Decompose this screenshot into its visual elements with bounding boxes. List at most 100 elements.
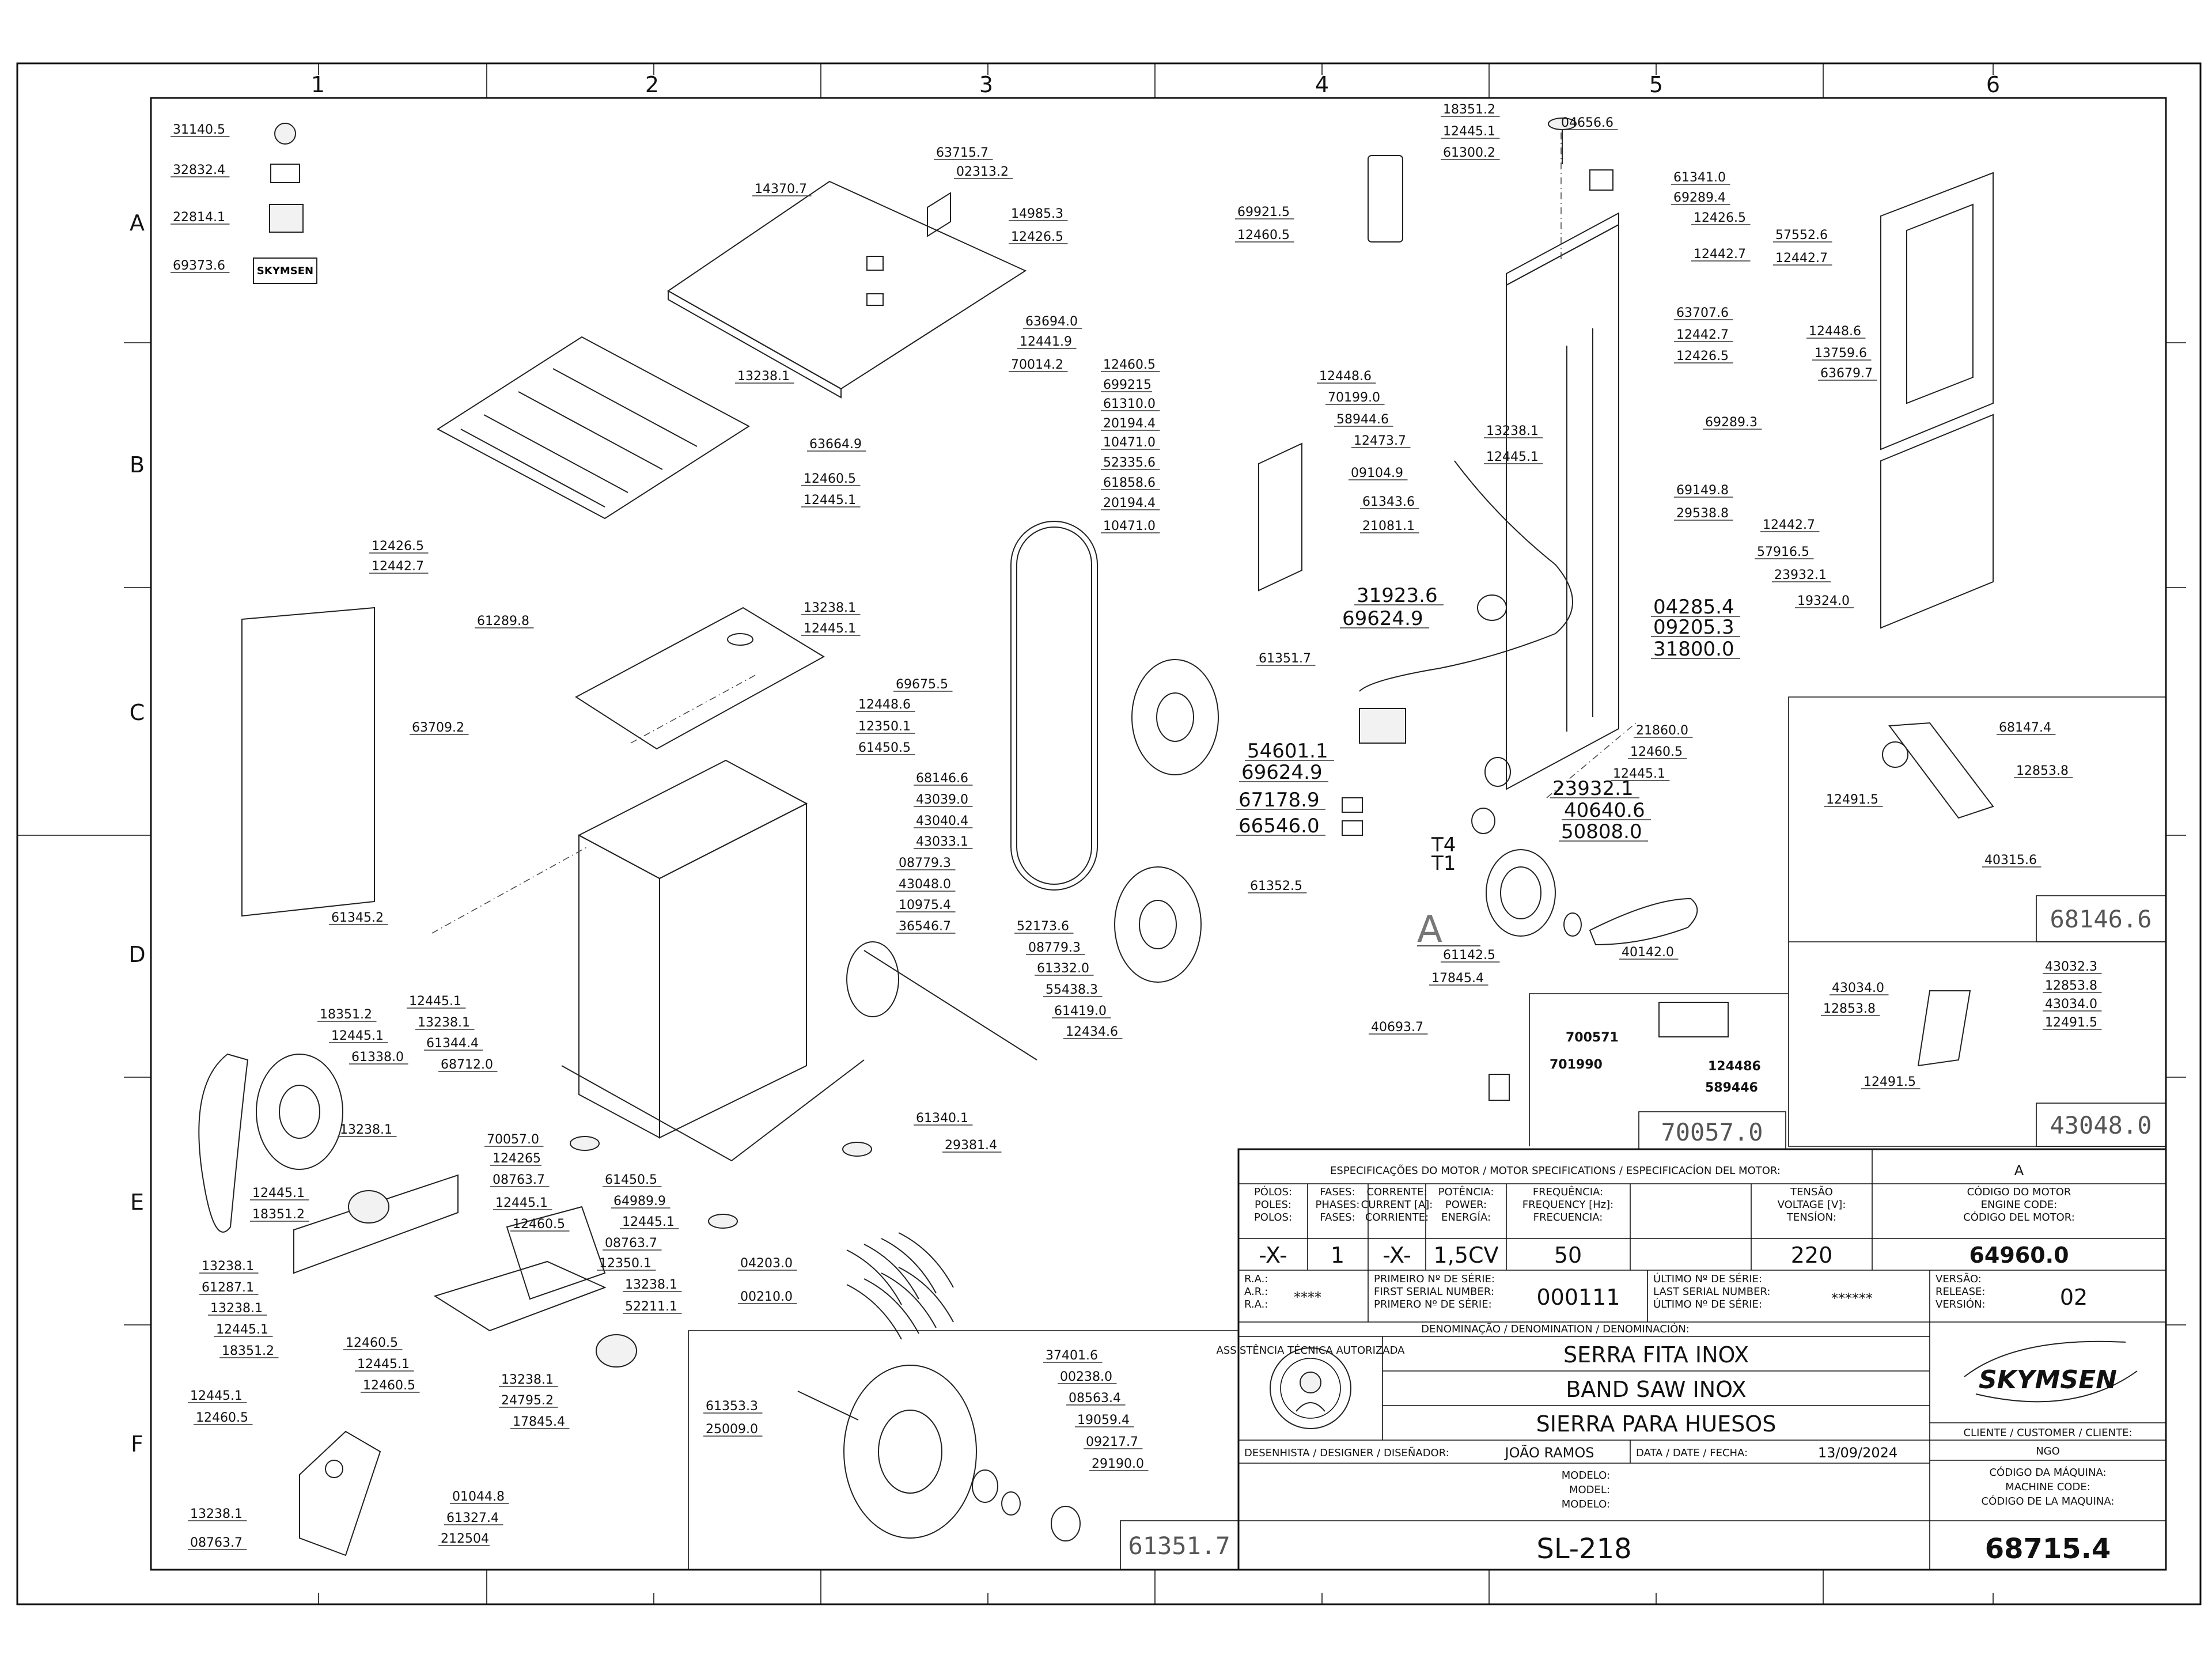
- last-serial-value: ******: [1831, 1290, 1873, 1306]
- callout-138: 12460.5: [1630, 745, 1683, 759]
- callout-155: 12491.5: [1863, 1075, 1916, 1089]
- callout-133: 57916.5: [1757, 545, 1809, 559]
- first-serial-label-es: PRIMERO Nº DE SÉRIE:: [1374, 1298, 1492, 1310]
- callout-125: 69149.8: [1676, 483, 1729, 498]
- power-label-es: ENERGÍA:: [1441, 1211, 1491, 1224]
- callout-99: 61341.0: [1673, 171, 1726, 185]
- callout-29: 43033.1: [916, 835, 968, 849]
- callout-122: 09104.9: [1351, 466, 1403, 480]
- callout-87: 08563.4: [1069, 1391, 1121, 1406]
- last-serial-label-es: ÚLTIMO Nº DE SÉRIE:: [1653, 1298, 1762, 1310]
- callout-94: 12445.1: [1443, 124, 1495, 139]
- contactor: [1359, 708, 1406, 744]
- callout-54: 61450.5: [605, 1173, 657, 1187]
- callout-46: 12445.1: [331, 1029, 384, 1043]
- detail-70057-label-2: 124486: [1708, 1059, 1761, 1074]
- table-top: [667, 180, 1027, 390]
- callout-65: 13238.1: [202, 1259, 254, 1274]
- callout-93: 18351.2: [1443, 103, 1495, 117]
- callout-124: 21081.1: [1362, 519, 1415, 533]
- callout-38: 55438.3: [1046, 983, 1098, 997]
- frequency-label-es: FRECUENCIA:: [1533, 1211, 1603, 1224]
- callout-3: 69373.6: [173, 259, 225, 273]
- callout-8: 12426.5: [1011, 230, 1063, 244]
- callout-13: 63664.9: [809, 437, 862, 452]
- callout-12: 13238.1: [737, 369, 790, 384]
- callout-90: 29190.0: [1092, 1457, 1144, 1471]
- parts-artwork: SKYMSEN: [198, 118, 1994, 1556]
- ra-value: ****: [1294, 1289, 1321, 1305]
- callout-63: 12445.1: [495, 1196, 548, 1210]
- ra-label-en: A.R.:: [1244, 1286, 1268, 1298]
- callout-103: 63707.6: [1676, 306, 1729, 320]
- zone-row-f: F: [131, 1431, 143, 1457]
- phases-label-pt: FASES:: [1320, 1186, 1355, 1198]
- callout-104: 12442.7: [1676, 328, 1729, 342]
- pulley-left: [256, 1054, 343, 1170]
- stamp-text: ASSISTÊNCIA TÉCNICA AUTORIZADA: [1217, 1344, 1406, 1357]
- callout-110: 12460.5: [1103, 358, 1156, 372]
- callout-139: 12445.1: [1613, 767, 1665, 781]
- ref-43048: 43048.0: [2050, 1111, 2152, 1139]
- blade-guard-bracket: [1258, 442, 1302, 592]
- callout-128: 12442.7: [1775, 251, 1828, 266]
- engine-code-value: 64960.0: [1969, 1243, 2069, 1268]
- callout-123: 61343.6: [1362, 495, 1415, 509]
- callout-82: 01044.8: [452, 1490, 505, 1504]
- callout-67: 13238.1: [210, 1301, 263, 1316]
- callout-111: 699215: [1103, 378, 1152, 392]
- lower-door: [1880, 414, 1994, 629]
- current-label-es: CORRIENTE:: [1365, 1211, 1429, 1224]
- callout-145: 68147.4: [1999, 721, 2051, 735]
- callout-37: 61332.0: [1037, 961, 1089, 976]
- callout-20: 12445.1: [804, 622, 856, 636]
- leader-lines: [171, 116, 2102, 1550]
- callout-27: 43039.0: [916, 793, 968, 807]
- marker-a: A: [1417, 908, 1442, 951]
- zone-col-1: 1: [311, 72, 325, 97]
- callout-42: 13238.1: [418, 1016, 470, 1030]
- callout-17: 12442.7: [372, 559, 424, 574]
- callout-132: 12442.7: [1763, 518, 1815, 532]
- model-label-en: MODEL:: [1569, 1484, 1610, 1496]
- callout-14: 12460.5: [804, 472, 856, 486]
- callout-72: 12460.5: [363, 1378, 415, 1393]
- marker-t1: T1: [1431, 852, 1456, 875]
- callout-92: 25009.0: [706, 1422, 758, 1437]
- callout-5: 02313.2: [956, 165, 1009, 179]
- callout-108: 58944.6: [1336, 412, 1389, 427]
- callout-28: 43040.4: [916, 814, 968, 828]
- designer-label: DESENHISTA / DESIGNER / DISEÑADOR:: [1244, 1446, 1449, 1459]
- first-serial-label-en: FIRST SERIAL NUMBER:: [1374, 1286, 1494, 1298]
- callout-146: 12853.8: [2016, 764, 2069, 778]
- lower-wheel-2: [1114, 866, 1202, 983]
- voltage-value: 220: [1791, 1243, 1833, 1268]
- phases-label-es: FASES:: [1320, 1211, 1355, 1224]
- callout-32: 10975.4: [899, 898, 951, 912]
- callout-55: 64989.9: [613, 1194, 666, 1209]
- callout-112: 61310.0: [1103, 397, 1156, 411]
- callout-154: 12853.8: [1823, 1002, 1876, 1016]
- callout-73: 13238.1: [501, 1373, 554, 1387]
- switch: [1488, 1074, 1510, 1101]
- callout-148: 40315.6: [1984, 853, 2037, 868]
- lower-wheel: [843, 1365, 977, 1539]
- first-serial-value: 000111: [1536, 1285, 1620, 1310]
- poles-label-en: POLES:: [1255, 1199, 1291, 1211]
- callout-lg-3: 09205.3: [1653, 616, 1734, 639]
- saw-blade-loop: [1010, 521, 1098, 891]
- date-label: DATA / DATE / FECHA:: [1636, 1447, 1748, 1459]
- zone-row-a: A: [130, 210, 145, 236]
- callout-150: 12853.8: [2045, 979, 2097, 993]
- zone-row-e: E: [130, 1190, 144, 1215]
- detail-boxes: 68146.6 43048.0 70057.0 61351.7: [688, 696, 2166, 1570]
- knob-label-icon: [274, 123, 296, 145]
- table-guide: [927, 192, 951, 237]
- ref-70057: 70057.0: [1661, 1118, 1763, 1146]
- callout-19: 13238.1: [804, 601, 856, 615]
- motor-belt: [1589, 897, 1698, 946]
- callout-9: 63694.0: [1025, 315, 1078, 329]
